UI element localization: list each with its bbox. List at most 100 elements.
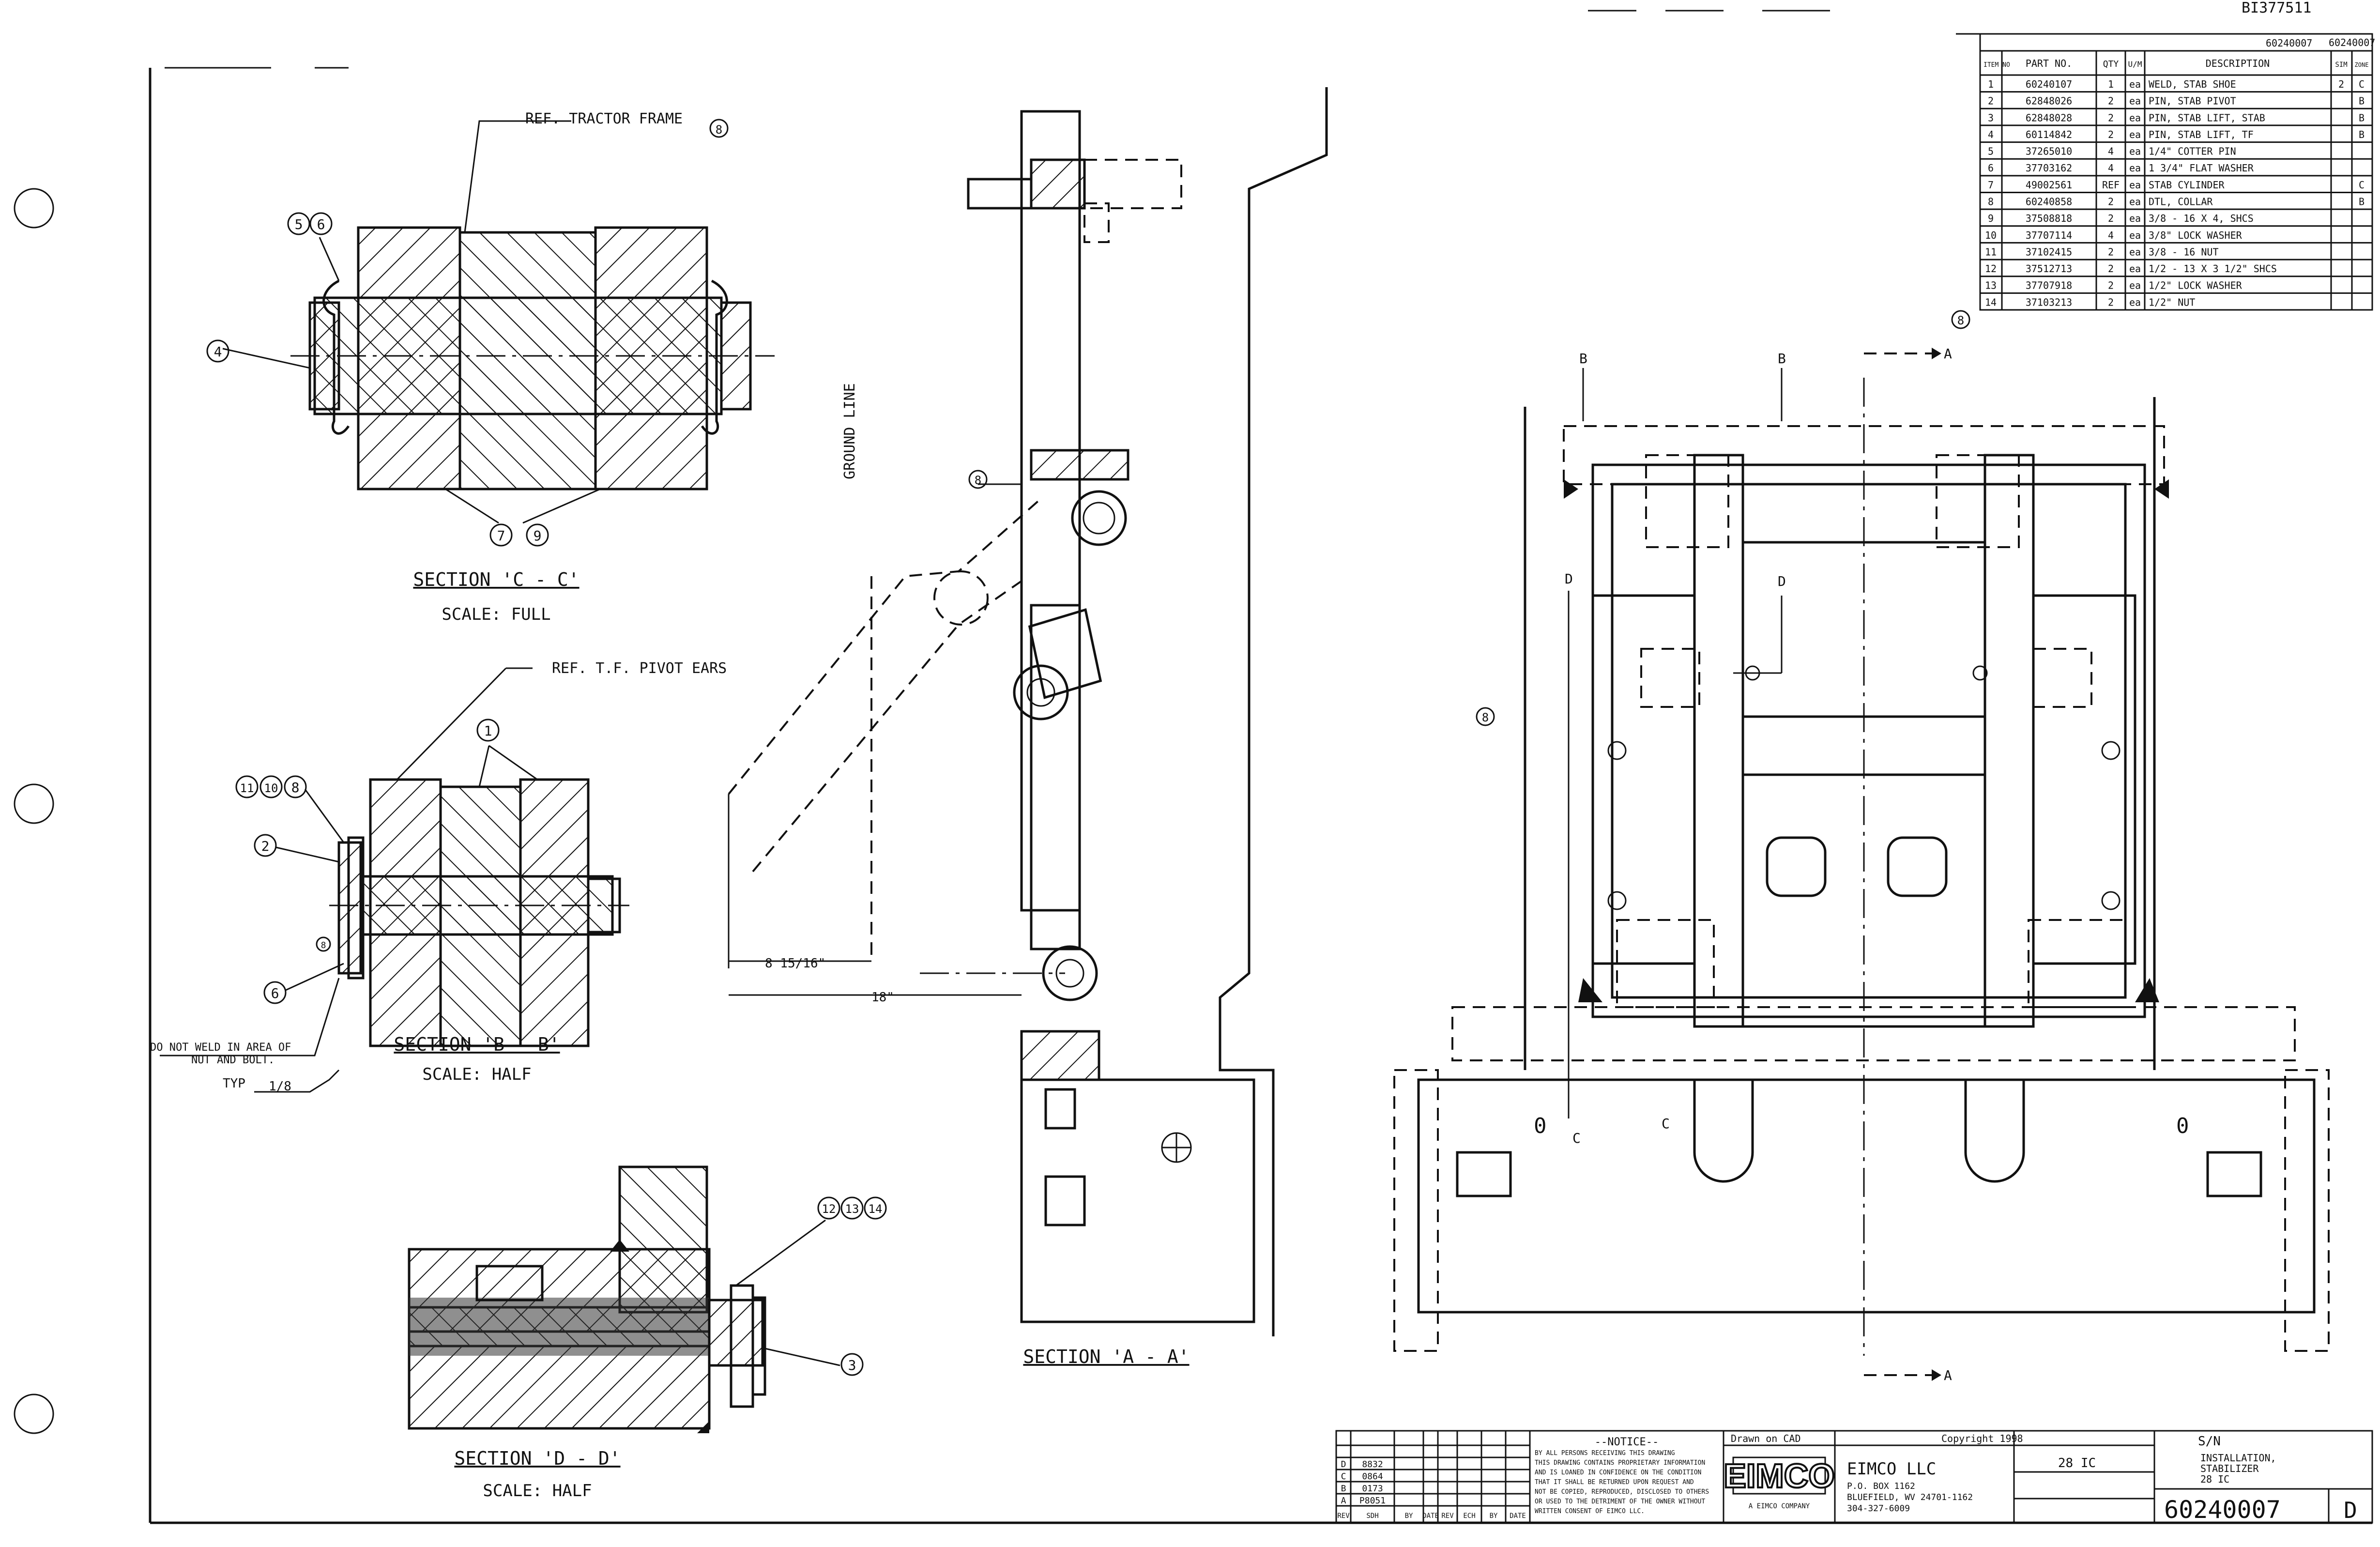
rev-letter: C [1341, 1471, 1346, 1482]
svg-text:8: 8 [1957, 314, 1964, 327]
svg-text:6: 6 [271, 985, 279, 1001]
notice-line: OR USED TO THE DETRIMENT OF THE OWNER WI… [1535, 1498, 1705, 1505]
section-cc-scale: SCALE: FULL [442, 605, 550, 624]
rev-ecn: P8051 [1359, 1496, 1386, 1506]
section-cc-balloon-4: 4 [206, 339, 229, 363]
bom-cell: ea [2129, 280, 2141, 291]
svg-text:1: 1 [484, 723, 492, 739]
notice-title: --NOTICE-- [1595, 1436, 1659, 1448]
bom-cell: C [2359, 78, 2365, 90]
company-address-2: BLUEFIELD, WV 24701-1162 [1847, 1492, 1973, 1502]
rev-footer-cell: DATE [1510, 1512, 1526, 1520]
bom-cell: 13 [1985, 280, 1997, 291]
bom-cell: 12 [1985, 263, 1997, 275]
bom-cell: B [2359, 196, 2365, 207]
bom-cell: 5 [1988, 146, 1994, 157]
bom-header-code: 60240007 [2329, 37, 2375, 48]
bom-col-qty: QTY [2103, 59, 2119, 69]
svg-text:6: 6 [317, 216, 325, 232]
bom-cell: 1/4" COTTER PIN [2149, 146, 2236, 157]
section-bb-view [329, 667, 629, 1047]
drawing-number: 60240007 [2164, 1496, 2281, 1524]
bom-cell: ea [2129, 196, 2141, 207]
bom-cell: 14 [1985, 296, 1997, 308]
svg-text:2: 2 [261, 838, 270, 854]
bom-cell: ea [2129, 230, 2141, 241]
svg-text:13: 13 [845, 1202, 859, 1216]
rev-footer-cell: REV [1441, 1512, 1454, 1520]
bom-cell: ea [2129, 162, 2141, 174]
section-dd-balloon-12: 12 [817, 1196, 840, 1220]
section-dd-title: SECTION 'D - D' [454, 1448, 620, 1469]
notice-text: BY ALL PERSONS RECEIVING THIS DRAWINGTHI… [1535, 1450, 1709, 1515]
model-text: 28 IC [2058, 1456, 2096, 1470]
bom-cell: 11 [1985, 246, 1997, 258]
section-bb-note-line1: DO NOT WELD IN AREA OF [150, 1042, 291, 1054]
bom-cell: WELD, STAB SHOE [2149, 78, 2236, 90]
bom-col-um: U/M [2128, 60, 2142, 69]
section-bb-balloon-8a: 8 [284, 775, 307, 798]
svg-text:14: 14 [869, 1202, 883, 1216]
rev-ecn: 8832 [1362, 1459, 1383, 1470]
bom-cell: 4 [2108, 162, 2114, 174]
drawn-on-cad: Drawn on CAD [1731, 1433, 1801, 1444]
bom-cell: 10 [1985, 230, 1997, 241]
bom-cell: REF [2102, 179, 2120, 191]
notice-line: BY ALL PERSONS RECEIVING THIS DRAWING [1535, 1450, 1675, 1457]
bom-cell: ea [2129, 213, 2141, 224]
section-cc-title: SECTION 'C - C' [413, 569, 579, 590]
bom-cell: 60114842 [2026, 129, 2072, 140]
bom-cell: 3 [1988, 112, 1994, 123]
svg-text:5: 5 [295, 216, 303, 232]
bom-col-item: ITEM NO [1983, 61, 2010, 69]
bom-cell: 2 [2108, 112, 2114, 123]
bom-cell: 4 [2108, 146, 2114, 157]
section-bb-weld-size: 1/8 [269, 1079, 291, 1094]
bom-cell: ea [2129, 112, 2141, 123]
bom-cell: 37265010 [2026, 146, 2072, 157]
section-bb-title: SECTION 'B - B' [394, 1034, 560, 1055]
section-bb-balloon-1: 1 [476, 719, 500, 742]
bom-cell: 4 [2108, 230, 2114, 241]
plan-o-mark-right: 0 [2176, 1114, 2189, 1138]
bom-cell: ea [2129, 95, 2141, 107]
section-bb-balloon-8b: 8 [316, 936, 331, 952]
plan-cut-label-d1: D [1565, 571, 1573, 587]
bom-cell: 1 [1988, 78, 1994, 90]
bom-table [1956, 33, 2373, 311]
rev-letter: D [1341, 1459, 1346, 1470]
section-aa-view [728, 87, 1328, 1336]
plan-cut-label-b1: B [1579, 351, 1587, 367]
bom-cell: 2 [1988, 95, 1994, 107]
bom-cell: 2 [2108, 280, 2114, 291]
plan-o-mark-left: 0 [1534, 1114, 1547, 1138]
bom-cell: 1 3/4" FLAT WASHER [2149, 162, 2254, 174]
section-bb-balloon-10: 10 [259, 775, 283, 798]
bom-cell: ea [2129, 129, 2141, 140]
svg-text:11: 11 [240, 781, 254, 795]
section-cc-view [222, 120, 775, 524]
bom-cell: 1/2" NUT [2149, 296, 2195, 308]
bom-col-zone: ZONE [2355, 61, 2369, 68]
rev-footer-cell: SDH [1366, 1512, 1378, 1520]
bom-cell: 2 [2108, 213, 2114, 224]
section-bb-leaders [160, 789, 345, 1093]
bom-cell: 37102415 [2026, 246, 2072, 258]
plan-cut-label-c2: C [1662, 1116, 1670, 1132]
section-aa-balloon: 8 [968, 470, 988, 489]
company-address-1: P.O. BOX 1162 [1847, 1481, 1915, 1491]
rev-footer-cell: DATE [1422, 1512, 1439, 1520]
bom-cell: STAB CYLINDER [2149, 179, 2225, 191]
rev-letter: A [1341, 1496, 1346, 1506]
svg-text:3: 3 [848, 1357, 856, 1373]
rev-ecn: 0173 [1362, 1484, 1383, 1494]
bom-balloon: 8 [1951, 310, 1970, 329]
bom-cell: 7 [1988, 179, 1994, 191]
section-dd-balloon-13: 13 [840, 1196, 864, 1220]
section-bb-ref-label: REF. T.F. PIVOT EARS [552, 660, 727, 677]
svg-text:4: 4 [214, 344, 222, 360]
bom-cell: 8 [1988, 196, 1994, 207]
svg-text:8: 8 [1482, 711, 1489, 724]
